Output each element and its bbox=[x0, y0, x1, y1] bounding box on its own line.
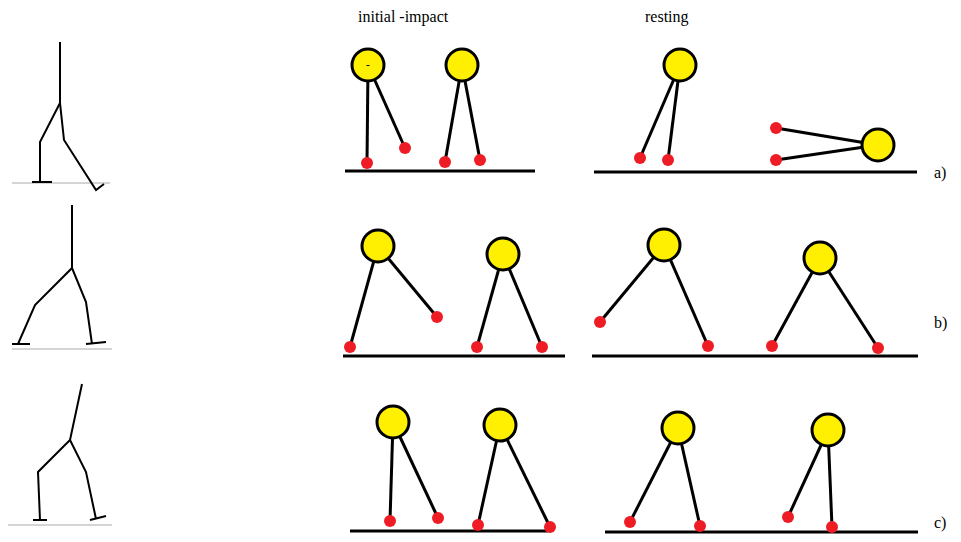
column-heading: initial -impact bbox=[358, 8, 448, 26]
ground-lines bbox=[343, 171, 918, 532]
row-letter: b) bbox=[934, 314, 947, 332]
legs bbox=[350, 65, 878, 527]
hip-joints bbox=[367, 65, 370, 66]
foot-dots bbox=[344, 122, 884, 533]
column-heading: resting bbox=[645, 8, 689, 26]
stick-figures bbox=[8, 42, 112, 525]
hip-circles bbox=[352, 49, 894, 446]
row-letter: a) bbox=[934, 164, 946, 182]
row-letter: c) bbox=[934, 514, 946, 532]
